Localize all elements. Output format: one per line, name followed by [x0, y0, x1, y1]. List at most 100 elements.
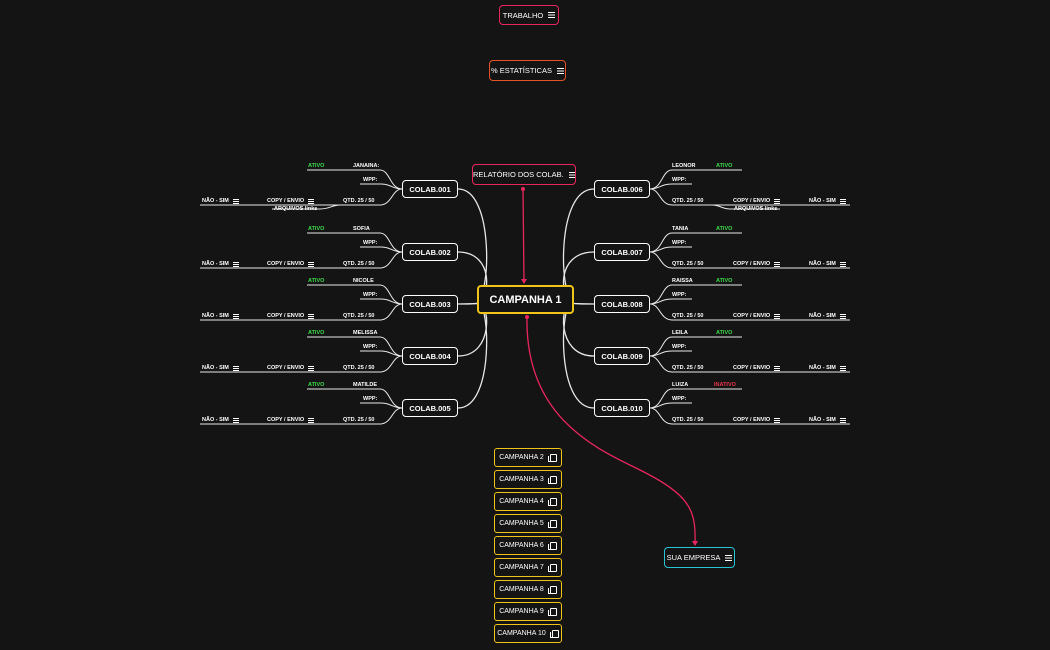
status-label[interactable]: ATIVO: [716, 162, 732, 170]
status-label[interactable]: ATIVO: [308, 329, 324, 337]
notes-icon: [774, 417, 781, 423]
status-label[interactable]: ATIVO: [308, 381, 324, 389]
arquivos-label[interactable]: ARQUIVOS links: [734, 205, 777, 213]
campaign-link-9[interactable]: CAMPANHA 9: [494, 602, 562, 621]
copy-label[interactable]: COPY / ENVIO: [733, 197, 781, 205]
wpp-label[interactable]: WPP:: [363, 291, 377, 299]
name-label[interactable]: TANIA: [672, 225, 688, 233]
name-label[interactable]: LEILA: [672, 329, 688, 337]
copy-label-text: COPY / ENVIO: [733, 198, 771, 204]
nao-sim-label[interactable]: NÃO - SIM: [202, 364, 239, 372]
trabalho-node[interactable]: TRABALHO: [499, 5, 559, 25]
name-label[interactable]: MELISSA: [353, 329, 377, 337]
name-label-text: JANAINA:: [353, 163, 380, 169]
copy-label[interactable]: COPY / ENVIO: [267, 312, 315, 320]
colab-node-9[interactable]: COLAB.009: [594, 347, 650, 365]
campaign-link-5[interactable]: CAMPANHA 5: [494, 514, 562, 533]
colab-node-7[interactable]: COLAB.007: [594, 243, 650, 261]
qtd-branch: [649, 188, 712, 206]
status-label[interactable]: INATIVO: [714, 381, 736, 389]
copy-label[interactable]: COPY / ENVIO: [267, 260, 315, 268]
colab-node-10[interactable]: COLAB.010: [594, 399, 650, 417]
qtd-label[interactable]: QTD. 25 / 50: [343, 197, 375, 205]
wpp-label[interactable]: WPP:: [363, 395, 377, 403]
name-label[interactable]: RAISSA: [672, 277, 693, 285]
central-topic-node[interactable]: CAMPANHA 1: [477, 285, 574, 314]
copy-label[interactable]: COPY / ENVIO: [733, 364, 781, 372]
nao-sim-label[interactable]: NÃO - SIM: [202, 197, 239, 205]
copy-label[interactable]: COPY / ENVIO: [733, 260, 781, 268]
wpp-label[interactable]: WPP:: [672, 291, 686, 299]
wpp-label[interactable]: WPP:: [672, 395, 686, 403]
copy-label[interactable]: COPY / ENVIO: [267, 416, 315, 424]
qtd-label[interactable]: QTD. 25 / 50: [343, 260, 375, 268]
copy-label-text: COPY / ENVIO: [267, 198, 305, 204]
colab-node-4-label: COLAB.004: [409, 351, 451, 361]
colab-node-6[interactable]: COLAB.006: [594, 180, 650, 198]
qtd-label[interactable]: QTD. 25 / 50: [672, 197, 704, 205]
name-label[interactable]: SOFIA: [353, 225, 370, 233]
estatisticas-node[interactable]: % ESTATÍSTICAS: [489, 60, 566, 81]
wpp-label[interactable]: WPP:: [363, 343, 377, 351]
wpp-label[interactable]: WPP:: [363, 176, 377, 184]
nao-sim-label[interactable]: NÃO - SIM: [202, 312, 239, 320]
status-label[interactable]: ATIVO: [716, 329, 732, 337]
colab-link: [562, 299, 595, 409]
wpp-label[interactable]: WPP:: [363, 239, 377, 247]
qtd-label-text: QTD. 25 / 50: [343, 313, 375, 319]
name-label[interactable]: NICOLE: [353, 277, 374, 285]
campaign-link-6[interactable]: CAMPANHA 6: [494, 536, 562, 555]
copy-label[interactable]: COPY / ENVIO: [733, 416, 781, 424]
qtd-label[interactable]: QTD. 25 / 50: [672, 312, 704, 320]
colab-node-5[interactable]: COLAB.005: [402, 399, 458, 417]
wpp-label[interactable]: WPP:: [672, 176, 686, 184]
nao-sim-label[interactable]: NÃO - SIM: [809, 197, 846, 205]
nao-sim-label[interactable]: NÃO - SIM: [202, 416, 239, 424]
copy-label[interactable]: COPY / ENVIO: [733, 312, 781, 320]
name-label[interactable]: MATILDE: [353, 381, 377, 389]
campaign-link-7[interactable]: CAMPANHA 7: [494, 558, 562, 577]
copy-label[interactable]: COPY / ENVIO: [267, 197, 315, 205]
relatorio-node[interactable]: RELATÓRIO DOS COLAB.: [472, 164, 576, 185]
copy-label[interactable]: COPY / ENVIO: [267, 364, 315, 372]
status-label[interactable]: ATIVO: [308, 225, 324, 233]
qtd-label[interactable]: QTD. 25 / 50: [672, 260, 704, 268]
colab-node-2[interactable]: COLAB.002: [402, 243, 458, 261]
status-label[interactable]: ATIVO: [716, 225, 732, 233]
qtd-label[interactable]: QTD. 25 / 50: [672, 416, 704, 424]
nao-sim-label[interactable]: NÃO - SIM: [809, 312, 846, 320]
campaign-link-10[interactable]: CAMPANHA 10: [494, 624, 562, 643]
status-label[interactable]: ATIVO: [716, 277, 732, 285]
colab-node-4[interactable]: COLAB.004: [402, 347, 458, 365]
campaign-link-8[interactable]: CAMPANHA 8: [494, 580, 562, 599]
name-label[interactable]: LUIZA: [672, 381, 688, 389]
colab-node-1[interactable]: COLAB.001: [402, 180, 458, 198]
campaign-link-2[interactable]: CAMPANHA 2: [494, 448, 562, 467]
nao-sim-label[interactable]: NÃO - SIM: [809, 416, 846, 424]
qtd-label[interactable]: QTD. 25 / 50: [343, 364, 375, 372]
campaign-link-4[interactable]: CAMPANHA 4: [494, 492, 562, 511]
notes-icon: [839, 198, 846, 204]
arquivos-label[interactable]: ARQUIVOS links: [274, 205, 317, 213]
qtd-label[interactable]: QTD. 25 / 50: [343, 312, 375, 320]
nao-sim-label[interactable]: NÃO - SIM: [202, 260, 239, 268]
status-label-text: ATIVO: [716, 226, 733, 232]
name-label[interactable]: JANAINA:: [353, 162, 379, 170]
colab-node-3[interactable]: COLAB.003: [402, 295, 458, 313]
nao-sim-label[interactable]: NÃO - SIM: [809, 364, 846, 372]
colab-node-7-label: COLAB.007: [601, 247, 643, 257]
nao-sim-label[interactable]: NÃO - SIM: [809, 260, 846, 268]
qtd-label[interactable]: QTD. 25 / 50: [343, 416, 375, 424]
status-label[interactable]: ATIVO: [308, 277, 324, 285]
wpp-label[interactable]: WPP:: [672, 239, 686, 247]
wpp-label[interactable]: WPP:: [672, 343, 686, 351]
campaign-link-3[interactable]: CAMPANHA 3: [494, 470, 562, 489]
sua-empresa-node[interactable]: SUA EMPRESA: [664, 547, 735, 568]
name-label-text: MELISSA: [353, 330, 378, 336]
qtd-label[interactable]: QTD. 25 / 50: [672, 364, 704, 372]
status-label[interactable]: ATIVO: [308, 162, 324, 170]
colab-node-3-label: COLAB.003: [409, 299, 451, 309]
name-label[interactable]: LEONOR: [672, 162, 696, 170]
colab-node-8[interactable]: COLAB.008: [594, 295, 650, 313]
